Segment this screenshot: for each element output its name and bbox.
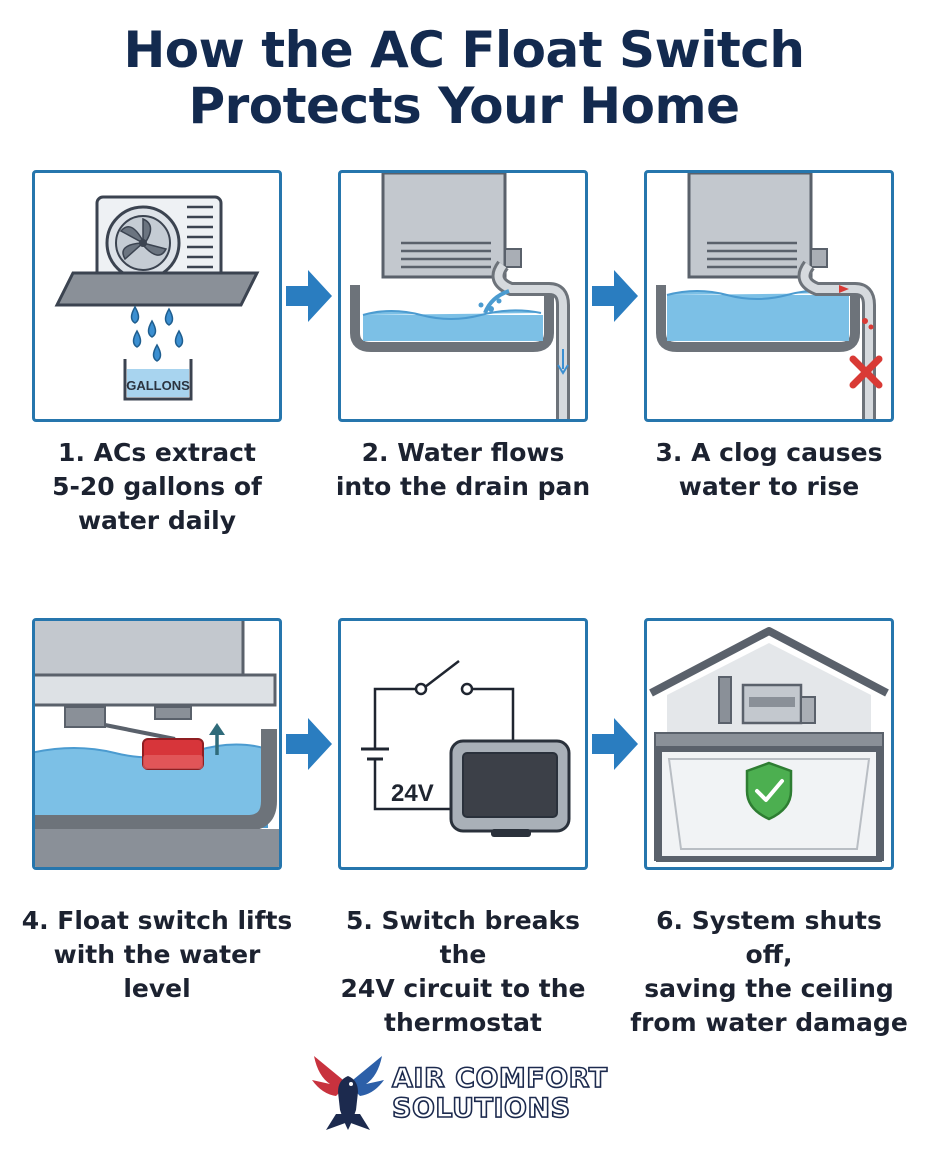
step-5-panel: 24V xyxy=(338,618,588,870)
arrow-right-icon xyxy=(592,718,638,770)
step-6-panel xyxy=(644,618,894,870)
shield-check-icon xyxy=(745,761,793,821)
step-4-illustration xyxy=(35,621,279,867)
caption-line: 5. Switch breaks the xyxy=(345,906,581,969)
bucket-label: GALLONS xyxy=(126,378,190,393)
step-4-caption: 4. Float switch lifts with the water lev… xyxy=(17,904,297,1006)
caption-line: 4. Float switch lifts xyxy=(21,906,293,935)
caption-line: 1. ACs extract xyxy=(58,438,256,467)
brand-line-1: AIR COMFORT xyxy=(391,1063,608,1095)
step-3-caption: 3. A clog causes water to rise xyxy=(629,436,909,504)
step-2-panel xyxy=(338,170,588,422)
step-4-panel xyxy=(32,618,282,870)
clog-x-icon xyxy=(849,355,883,389)
step-2-illustration xyxy=(350,173,570,419)
caption-line: 24V circuit to the xyxy=(340,974,586,1003)
caption-line: from water damage xyxy=(630,1008,908,1037)
up-arrow-icon xyxy=(209,723,225,755)
caption-line: 3. A clog causes xyxy=(655,438,883,467)
caption-line: with the water level xyxy=(53,940,261,1003)
title-line-2: Protects Your Home xyxy=(188,77,740,135)
battery-icon: 24V xyxy=(361,747,451,811)
ac-unit xyxy=(381,173,522,279)
step-5-illustration: 24V xyxy=(361,660,571,837)
arrow-right-icon xyxy=(592,270,638,322)
step-2-caption: 2. Water flows into the drain pan xyxy=(323,436,603,504)
caption-line: into the drain pan xyxy=(335,472,591,501)
water-drop-icon xyxy=(130,305,184,362)
step-3-illustration xyxy=(656,173,883,419)
caption-line: water daily xyxy=(77,506,237,535)
brand-line-2: SOLUTIONS xyxy=(391,1093,571,1125)
drain-pan-icon xyxy=(656,285,860,352)
page-title: How the AC Float Switch Protects Your Ho… xyxy=(0,22,928,134)
step-1-panel: GALLONS xyxy=(32,170,282,422)
fan-icon xyxy=(54,195,260,307)
pipe-icon xyxy=(797,260,876,419)
drain-pan-icon xyxy=(350,285,554,352)
step-6-caption: 6. System shuts off, saving the ceiling … xyxy=(629,904,909,1040)
bucket-icon: GALLONS xyxy=(123,359,193,401)
caption-line: 6. System shuts off, xyxy=(656,906,882,969)
step-6-illustration xyxy=(649,627,889,862)
brand-wordmark: AIR COMFORT SOLUTIONS xyxy=(391,1063,608,1125)
switch-icon xyxy=(373,660,515,749)
house-icon xyxy=(649,627,889,862)
caption-line: saving the ceiling xyxy=(644,974,894,1003)
step-1-illustration: GALLONS xyxy=(54,195,260,401)
arrow-right-icon xyxy=(286,718,332,770)
thermostat-icon xyxy=(449,739,571,837)
step-5-caption: 5. Switch breaks the 24V circuit to the … xyxy=(323,904,603,1040)
caption-line: 2. Water flows xyxy=(361,438,565,467)
float-switch-icon xyxy=(104,723,204,770)
ac-unit xyxy=(35,621,277,728)
pipe-icon xyxy=(478,260,570,419)
caption-line: 5-20 gallons of xyxy=(52,472,262,501)
step-1-caption: 1. ACs extract 5-20 gallons of water dai… xyxy=(17,436,297,538)
ac-unit xyxy=(687,173,828,279)
eagle-logo-icon xyxy=(312,1056,384,1130)
arrow-right-icon xyxy=(286,270,332,322)
voltage-label: 24V xyxy=(391,780,434,807)
caption-line: water to rise xyxy=(678,472,860,501)
step-3-panel xyxy=(644,170,894,422)
title-line-1: How the AC Float Switch xyxy=(123,21,805,79)
caption-line: thermostat xyxy=(384,1008,542,1037)
